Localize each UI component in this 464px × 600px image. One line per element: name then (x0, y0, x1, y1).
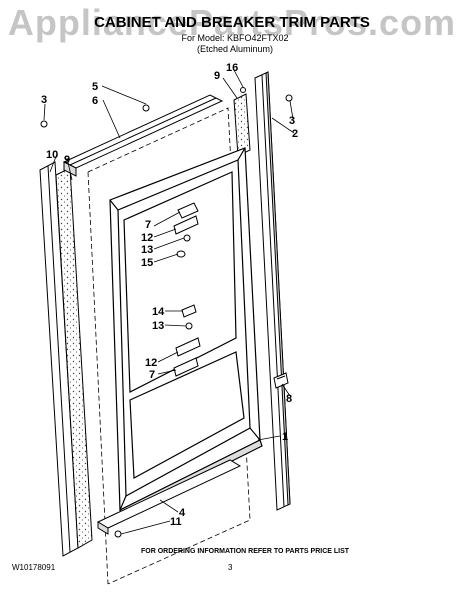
finish-line: (Etched Aluminum) (196, 44, 274, 54)
callout-leaders (43, 69, 295, 535)
upper-hinge-parts (173, 202, 199, 258)
callout-9-left: 9 (64, 154, 70, 166)
callout-3-right: 3 (289, 115, 295, 127)
callout-6: 6 (92, 95, 98, 107)
callout-4: 4 (179, 507, 186, 519)
callout-5: 5 (92, 81, 98, 93)
callout-1: 1 (282, 431, 288, 443)
document-number: W10178091 (12, 563, 56, 572)
right-side-trim-part (254, 71, 291, 511)
callout-labels: 5 6 3 9 16 3 2 10 9 7 12 13 15 14 13 12 … (41, 62, 298, 528)
callout-12-lower: 12 (145, 357, 157, 369)
callout-11: 11 (170, 516, 182, 528)
model-subtitle: For Model: KBFO42FTX02 (Etched Aluminum) (130, 33, 340, 55)
page-title: CABINET AND BREAKER TRIM PARTS (94, 14, 370, 31)
callout-8: 8 (286, 393, 292, 405)
lower-hinge-parts (173, 304, 201, 377)
right-gasket-strip (233, 93, 251, 157)
callout-13-upper: 13 (141, 244, 153, 256)
callout-14: 14 (152, 306, 165, 318)
callout-13-lower: 13 (152, 320, 164, 332)
callout-3-left: 3 (41, 94, 47, 106)
callout-16: 16 (226, 62, 238, 74)
callout-7-upper: 7 (145, 219, 151, 231)
callout-12-upper: 12 (141, 232, 153, 244)
model-line: For Model: KBFO42FTX02 (181, 33, 289, 43)
callout-2: 2 (292, 128, 298, 140)
bottom-trim-part (96, 459, 242, 535)
top-trim-part (62, 94, 224, 177)
trim-clip-part (273, 372, 289, 389)
page-number: 3 (228, 563, 233, 572)
callout-15: 15 (141, 257, 153, 269)
callout-7-lower: 7 (149, 369, 155, 381)
left-side-trim-part (39, 161, 93, 557)
screw-fasteners (40, 87, 293, 538)
door-frame-part (109, 147, 263, 517)
callout-10: 10 (46, 149, 58, 161)
callout-9-top: 9 (214, 70, 220, 82)
ordering-info-note: FOR ORDERING INFORMATION REFER TO PARTS … (140, 548, 350, 555)
